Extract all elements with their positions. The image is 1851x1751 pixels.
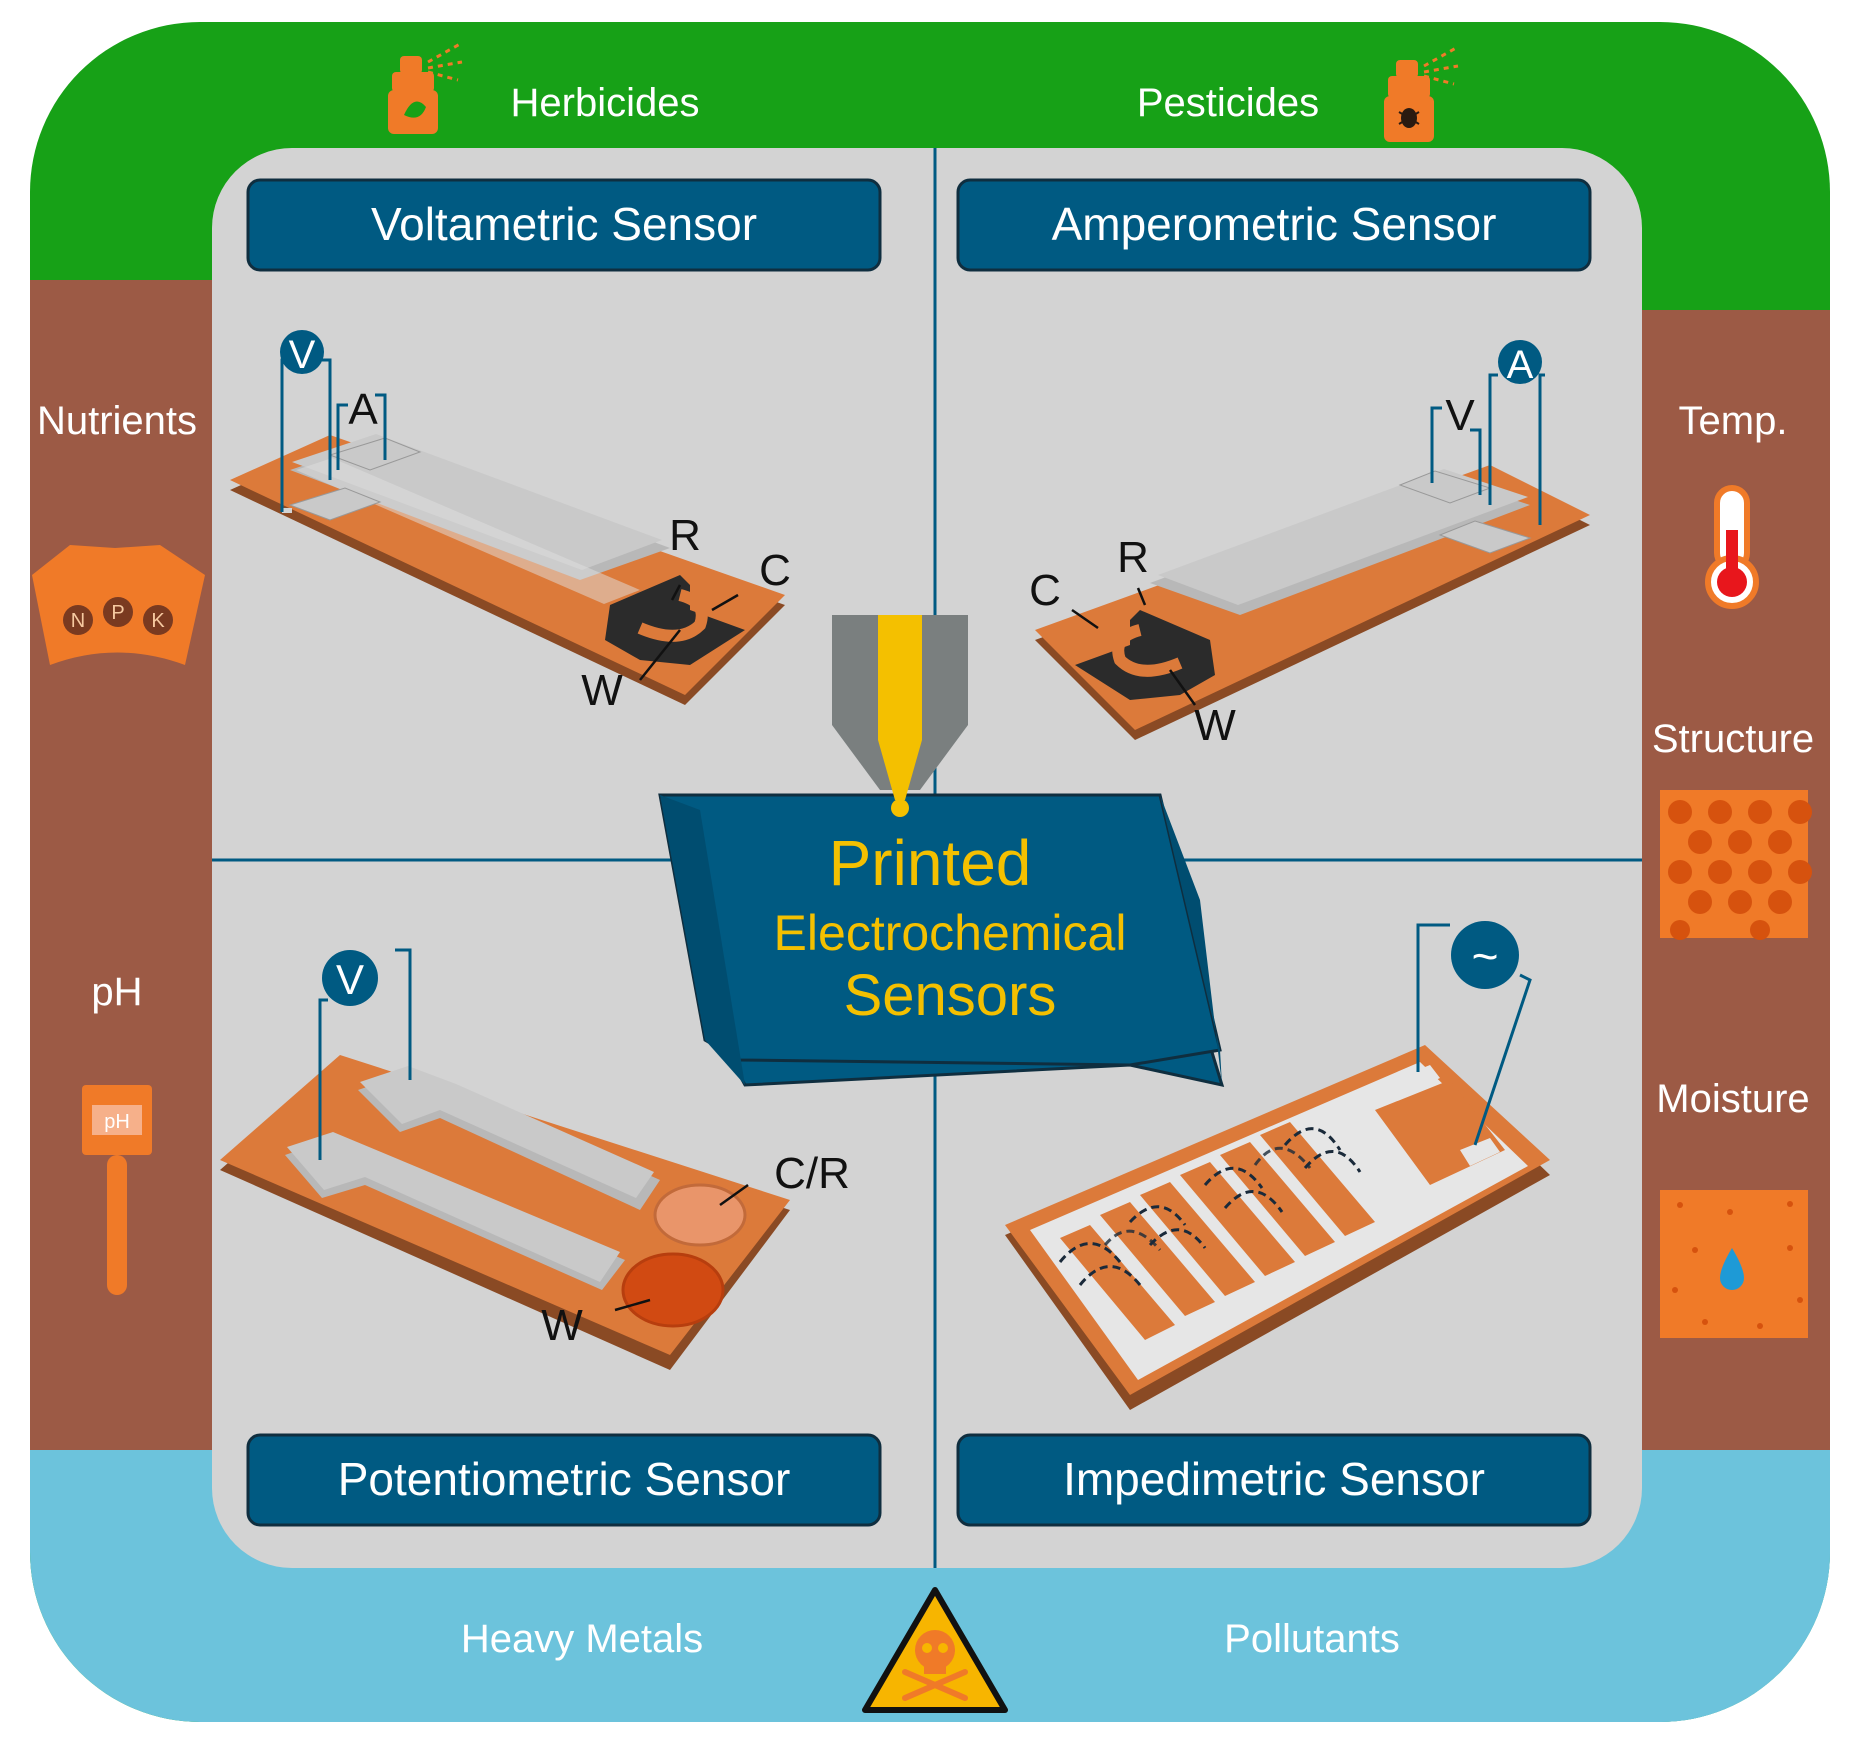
moisture-icon [1660, 1190, 1808, 1338]
printer-nozzle-icon [832, 615, 968, 817]
svg-text:V: V [336, 956, 364, 1003]
ammeter-icon [1498, 340, 1542, 384]
pesticide-spray-icon [1384, 46, 1459, 142]
label-cr: C/R [774, 1149, 850, 1198]
label-v: V [1445, 391, 1475, 440]
water-zone-right [1640, 1470, 1830, 1722]
ph-tag: pH [104, 1111, 130, 1133]
center-title-line2: Electrochemical [774, 905, 1127, 961]
voltametric-title: Voltametric Sensor [371, 198, 757, 250]
ph-label: pH [91, 970, 142, 1014]
label-c: C [759, 546, 791, 595]
label-w: W [581, 666, 623, 715]
voltmeter-icon [322, 950, 378, 1006]
pesticides-label: Pesticides [1137, 81, 1319, 125]
label-r: R [669, 511, 701, 560]
label-w: W [1194, 701, 1236, 750]
impedimetric-title: Impedimetric Sensor [1063, 1453, 1485, 1505]
npk-n: N [71, 610, 85, 632]
voltametric-sensor: V A R C W [230, 330, 791, 715]
impedimetric-title-box: Impedimetric Sensor [956, 1433, 1592, 1527]
voltmeter-icon [280, 330, 324, 374]
ph-strip-icon: pH [82, 1085, 152, 1295]
npk-icon: N P K [32, 545, 205, 665]
herbicide-spray-icon [388, 42, 463, 134]
temp-label: Temp. [1679, 399, 1788, 443]
npk-k: K [151, 610, 165, 632]
center-banner: Printed Electrochemical Sensors [658, 793, 1225, 1088]
label-r: R [1117, 533, 1149, 582]
amperometric-title: Amperometric Sensor [1052, 198, 1497, 250]
thermometer-icon [1705, 485, 1759, 609]
potentiometric-title: Potentiometric Sensor [338, 1453, 791, 1505]
label-a: A [348, 385, 378, 434]
potentiometric-sensor: V C/R W [220, 948, 850, 1370]
ac-source-icon [1451, 921, 1519, 989]
reference-electrode [653, 1183, 747, 1247]
structure-label: Structure [1652, 717, 1814, 761]
soil-structure-icon [1660, 790, 1812, 940]
skull-hazard-icon [862, 1587, 1008, 1713]
label-c: C [1029, 566, 1061, 615]
svg-text:~: ~ [1472, 930, 1499, 982]
voltametric-title-box: Voltametric Sensor [246, 178, 882, 272]
amperometric-title-box: Amperometric Sensor [956, 178, 1592, 272]
center-title-line1: Printed [829, 827, 1032, 899]
impedimetric-sensor: ~ [1005, 921, 1550, 1410]
potentiometric-title-box: Potentiometric Sensor [246, 1433, 882, 1527]
amperometric-sensor: A V R C W [1029, 340, 1590, 750]
moisture-label: Moisture [1656, 1077, 1809, 1121]
nutrients-label: Nutrients [37, 399, 197, 443]
herbicides-label: Herbicides [511, 81, 700, 125]
center-title-line3: Sensors [844, 963, 1057, 1028]
npk-p: P [111, 602, 124, 624]
working-electrode [621, 1252, 725, 1328]
svg-text:A: A [1507, 343, 1534, 387]
pollutants-label: Pollutants [1224, 1617, 1400, 1661]
label-w: W [541, 1301, 583, 1350]
svg-text:V: V [289, 333, 316, 377]
heavy-metals-label: Heavy Metals [461, 1617, 703, 1661]
